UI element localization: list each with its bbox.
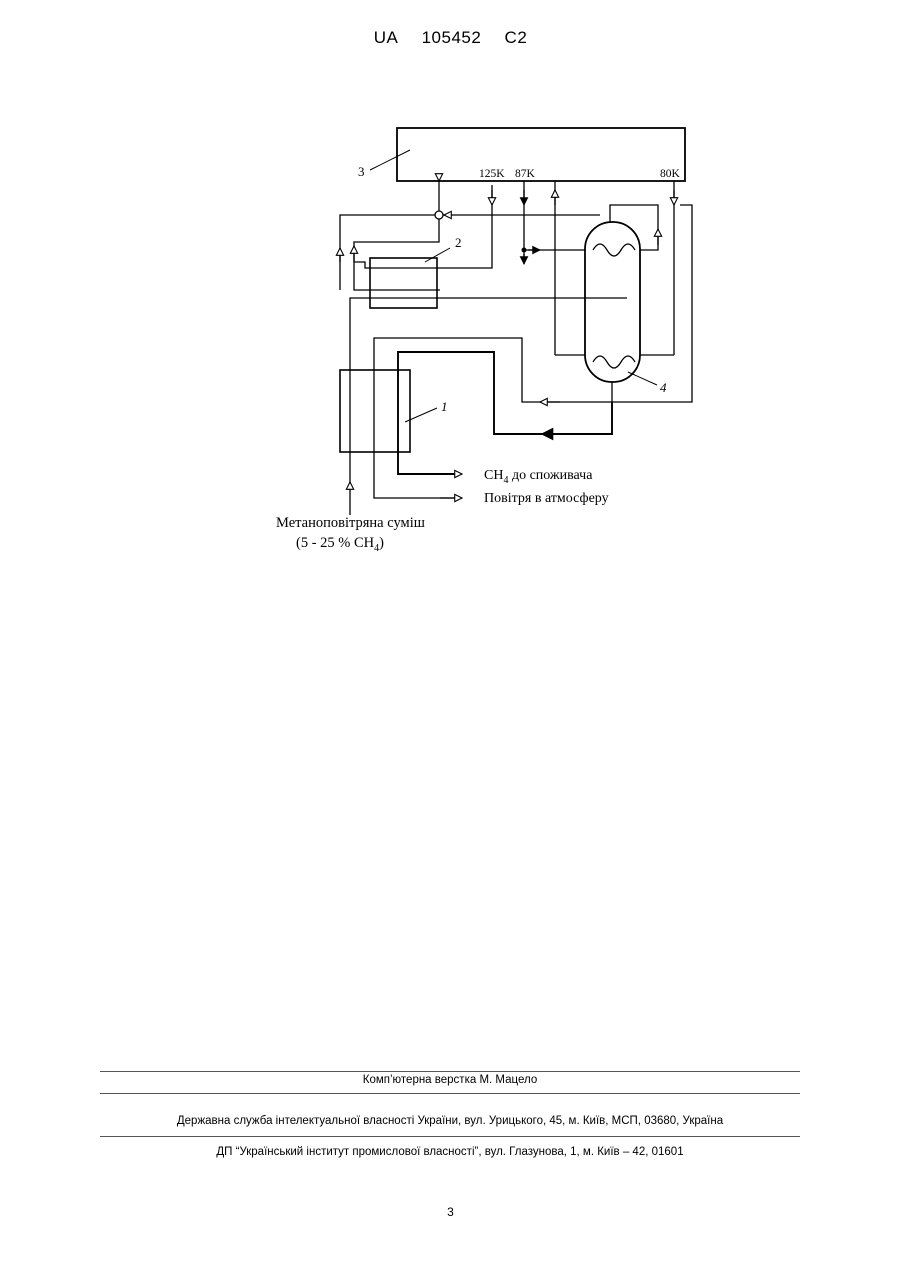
- agency-address: Державна служба інтелектуальної власност…: [100, 1115, 800, 1127]
- air-output-label: Повітря в атмосферу: [484, 491, 609, 506]
- unit-2-box: [370, 258, 437, 308]
- unit-2-label: 2: [455, 235, 462, 250]
- temp-label-80k: 80K: [660, 168, 681, 180]
- temp-label-125k: 125K: [479, 168, 505, 180]
- methane-output-label: CH4 до споживача: [484, 468, 593, 486]
- footer-divider-top: [100, 1071, 800, 1072]
- footer-divider-1: [100, 1093, 800, 1094]
- unit-1-label: 1: [441, 399, 448, 414]
- layout-credit: Комп’ютерна верстка М. Мацело: [100, 1074, 800, 1086]
- institute-address: ДП “Український інститут промислової вла…: [100, 1146, 800, 1158]
- input-mixture-label: Метаноповітряна суміш: [276, 515, 425, 531]
- unit-4-leader: [628, 372, 657, 385]
- page-number: 3: [0, 1205, 901, 1219]
- unit-3-label: 3: [358, 164, 365, 179]
- footer-divider-2: [100, 1136, 800, 1137]
- input-mixture-concentration: (5 - 25 % CH4): [296, 535, 384, 554]
- distribution-valve: [435, 211, 443, 219]
- process-diagram: 3 125K 87K 80K 2 4: [0, 0, 901, 600]
- temp-label-87k: 87K: [515, 168, 536, 180]
- unit-4-label: 4: [660, 380, 667, 395]
- unit-3-box: [397, 128, 685, 181]
